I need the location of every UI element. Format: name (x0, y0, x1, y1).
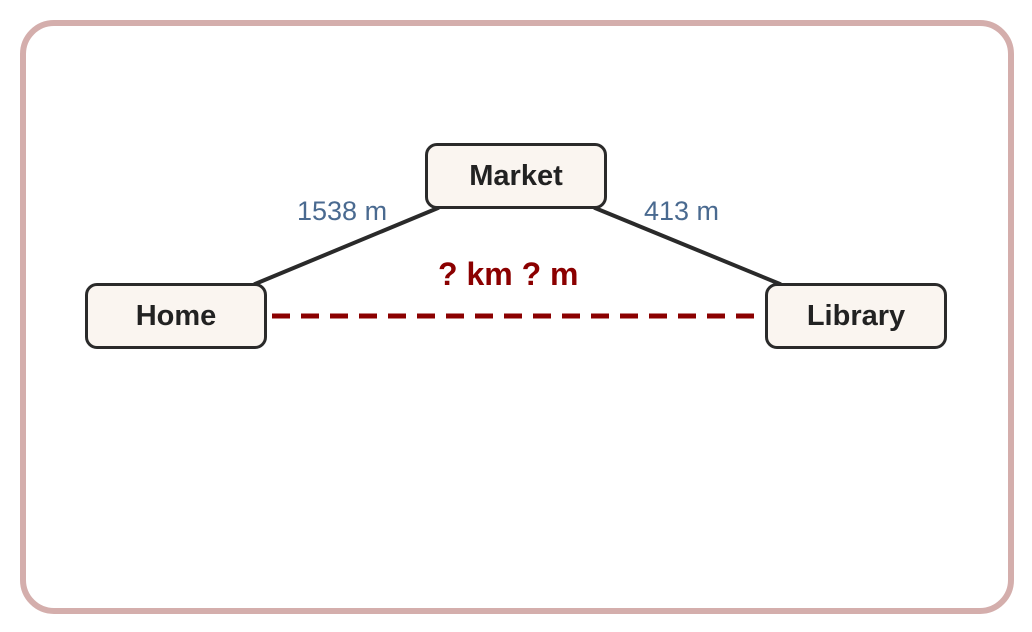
node-home-label: Home (135, 299, 217, 332)
distance-home-library-unknown: ? km ? m (438, 256, 579, 292)
distance-market-library: 413 m (644, 196, 720, 226)
node-library-label: Library (806, 299, 906, 332)
distance-home-market: 1538 m (297, 196, 388, 226)
node-market-label: Market (469, 159, 563, 192)
path-market-library (593, 206, 782, 286)
node-home: Home (85, 283, 267, 349)
node-market: Market (425, 143, 607, 209)
node-library: Library (765, 283, 947, 349)
path-home-market (253, 206, 440, 286)
